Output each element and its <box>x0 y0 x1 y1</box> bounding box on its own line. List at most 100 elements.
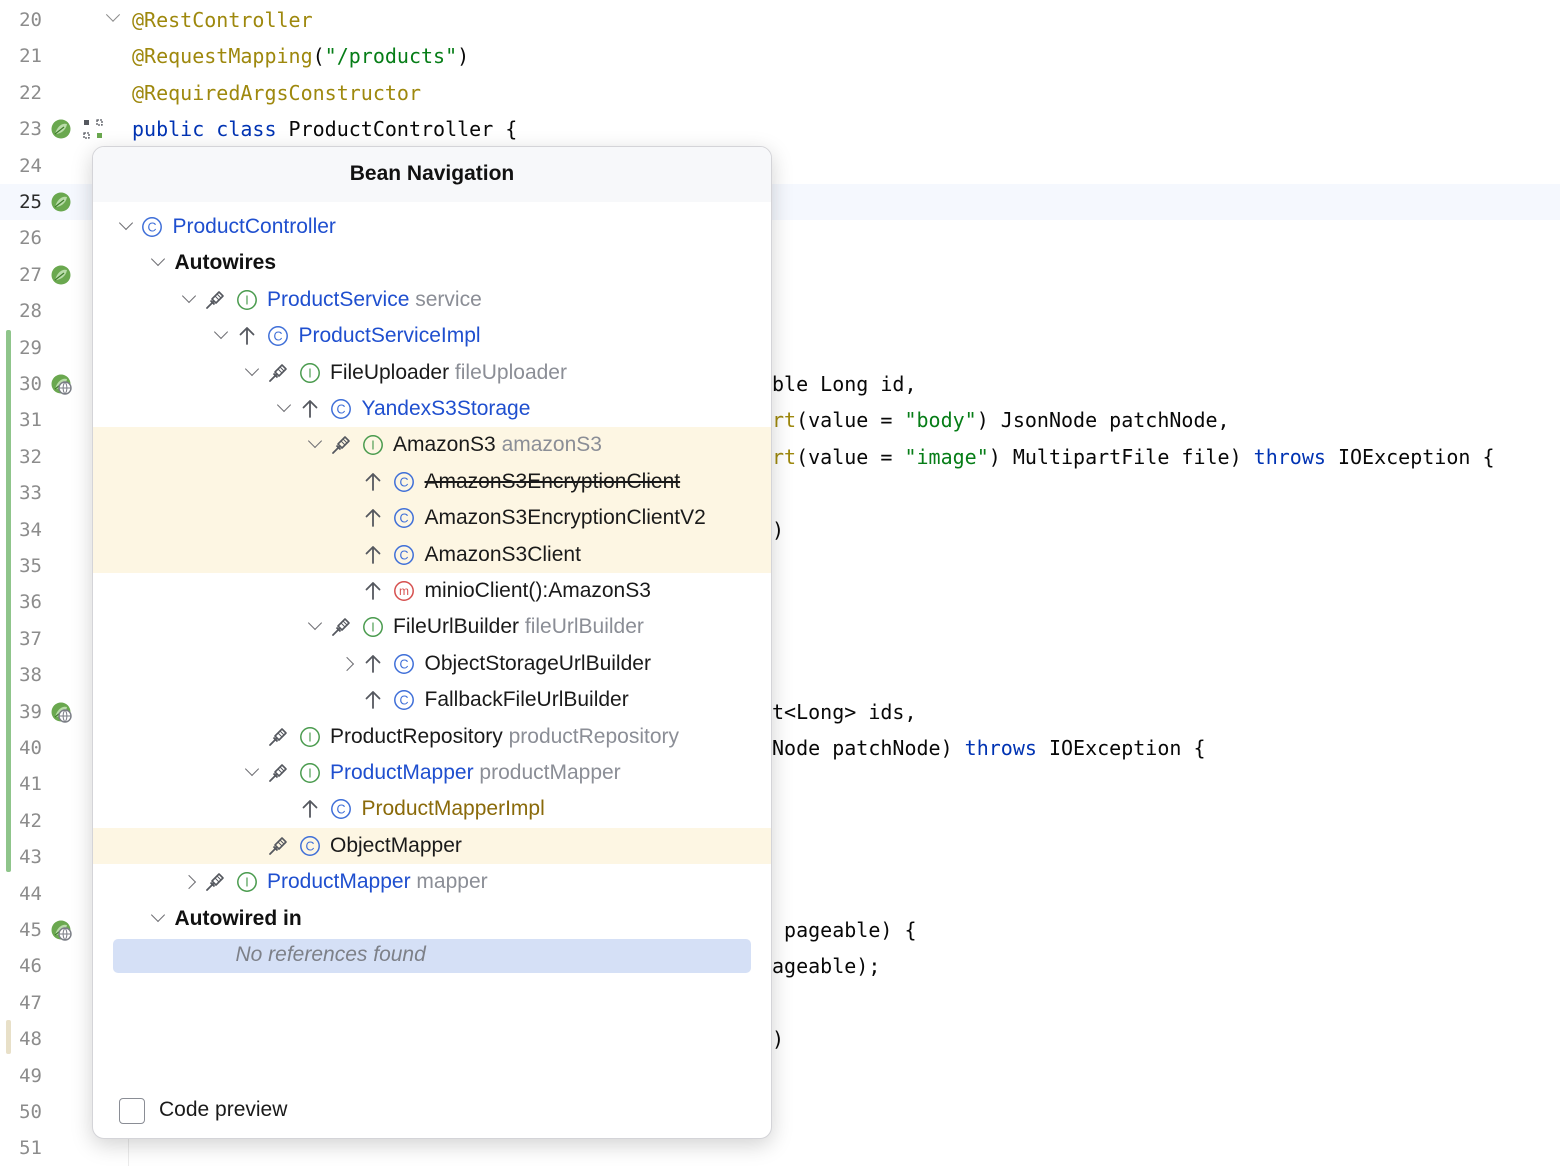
line-number[interactable]: 50 <box>19 1101 42 1123</box>
code-line[interactable]: 41 <box>0 766 1560 802</box>
spring-bean-icon[interactable] <box>50 373 72 395</box>
line-number[interactable]: 28 <box>19 300 42 323</box>
line-number[interactable]: 30 <box>19 373 42 395</box>
line-number[interactable]: 33 <box>19 482 42 505</box>
line-number[interactable]: 32 <box>19 445 42 468</box>
code-text[interactable]: rt(value = "image") MultipartFile file) … <box>772 439 1495 475</box>
line-number[interactable]: 31 <box>19 409 42 432</box>
code-text[interactable]: Node patchNode) throws IOException { <box>772 730 1206 766</box>
code-line[interactable]: 23 public class ProductController { <box>0 111 1560 147</box>
code-line[interactable]: 36 <box>0 584 1560 620</box>
collapse-chevron-icon[interactable] <box>244 361 260 376</box>
line-number[interactable]: 43 <box>19 846 42 869</box>
spring-bean-icon[interactable] <box>50 264 72 286</box>
collapse-chevron-icon[interactable] <box>244 761 260 777</box>
code-line[interactable]: 27 <box>0 257 1560 293</box>
line-number[interactable]: 24 <box>19 154 42 177</box>
code-line[interactable]: 20 @RestController <box>0 2 1560 38</box>
code-line[interactable]: 37 <box>0 621 1560 657</box>
code-line[interactable]: 49 <box>0 1058 1560 1094</box>
spring-bean-icon[interactable] <box>50 118 72 140</box>
code-line[interactable]: 29 <box>0 330 1560 366</box>
collapse-chevron-icon[interactable] <box>307 616 323 631</box>
line-number[interactable]: 51 <box>19 1137 42 1160</box>
collapse-chevron-icon[interactable] <box>118 215 134 231</box>
collapse-chevron-icon[interactable] <box>213 325 228 340</box>
code-line[interactable]: 48) <box>0 1021 1560 1057</box>
code-line[interactable]: 30 ble Long id, <box>0 366 1560 402</box>
line-number[interactable]: 21 <box>19 45 42 68</box>
line-number[interactable]: 48 <box>19 1028 42 1051</box>
code-text[interactable]: public class ProductController { <box>132 111 517 147</box>
line-number[interactable]: 34 <box>19 518 42 541</box>
code-line[interactable]: 24 <box>0 148 1560 184</box>
code-text[interactable]: ) <box>772 512 784 548</box>
line-number[interactable]: 35 <box>19 555 42 577</box>
line-number[interactable]: 44 <box>19 882 42 905</box>
code-line[interactable]: 45 pageable) { <box>0 912 1560 948</box>
line-number[interactable]: 23 <box>19 118 42 141</box>
tree-node[interactable]: Autowired in <box>93 901 771 937</box>
code-line[interactable]: 44 <box>0 876 1560 912</box>
code-line[interactable]: 33 <box>0 475 1560 511</box>
code-text[interactable]: ) <box>772 1021 784 1057</box>
code-line[interactable]: 50 <box>0 1094 1560 1130</box>
code-text[interactable]: @RequestMapping("/products") <box>132 38 469 74</box>
fold-chevron-icon[interactable] <box>105 7 121 22</box>
code-line[interactable]: 31 rt(value = "body") JsonNode patchNode, <box>0 402 1560 438</box>
code-text[interactable]: ble Long id, <box>772 366 917 402</box>
line-number[interactable]: 20 <box>19 9 42 31</box>
line-number[interactable]: 42 <box>19 809 42 832</box>
collapse-chevron-icon[interactable] <box>307 434 323 449</box>
code-text[interactable]: rt(value = "body") JsonNode patchNode, <box>772 402 1230 438</box>
spring-bean-icon[interactable] <box>50 919 72 941</box>
line-number[interactable]: 37 <box>19 627 42 650</box>
code-line[interactable]: 28 <box>0 293 1560 329</box>
expand-chevron-icon[interactable] <box>339 656 354 671</box>
line-number[interactable]: 22 <box>19 81 42 104</box>
code-line[interactable]: 22 @RequiredArgsConstructor <box>0 75 1560 111</box>
code-line[interactable]: 51 <box>0 1130 1560 1166</box>
code-line[interactable]: 34) <box>0 512 1560 548</box>
code-text[interactable]: @RestController <box>132 2 313 38</box>
code-line[interactable]: 47 <box>0 985 1560 1021</box>
bean-graph-icon[interactable] <box>82 118 106 142</box>
collapse-chevron-icon[interactable] <box>150 252 165 267</box>
code-text[interactable]: @RequiredArgsConstructor <box>132 75 421 111</box>
line-number[interactable]: 36 <box>19 591 42 614</box>
spring-bean-icon[interactable] <box>50 701 72 723</box>
collapse-chevron-icon[interactable] <box>276 397 291 413</box>
vcs-change-marker-modified[interactable] <box>6 1020 11 1054</box>
line-number[interactable]: 46 <box>19 955 42 978</box>
line-number[interactable]: 45 <box>19 919 42 941</box>
code-line[interactable]: 42 <box>0 803 1560 839</box>
line-number[interactable]: 38 <box>19 664 42 687</box>
code-text[interactable]: pageable) { <box>772 912 916 948</box>
code-text[interactable]: ageable); <box>772 948 880 984</box>
collapse-chevron-icon[interactable] <box>181 288 197 303</box>
code-line[interactable]: 38 <box>0 657 1560 693</box>
line-number[interactable]: 49 <box>19 1064 42 1087</box>
vcs-change-marker[interactable] <box>6 330 11 872</box>
code-line[interactable]: 26 <box>0 220 1560 256</box>
code-preview-checkbox[interactable] <box>119 1098 145 1124</box>
code-line[interactable]: 35 <box>0 548 1560 584</box>
